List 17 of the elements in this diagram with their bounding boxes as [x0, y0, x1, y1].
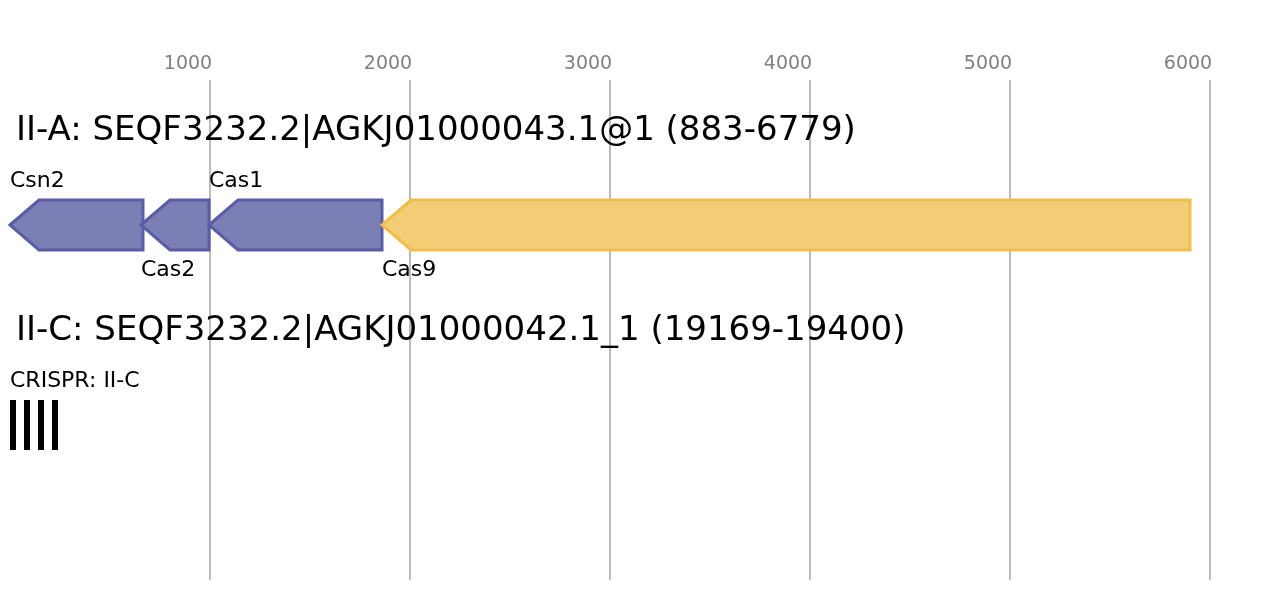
axis-tick-label: 1000	[163, 51, 213, 73]
axis-tick-label: 2000	[363, 51, 413, 73]
axis-tick-label: 4000	[763, 51, 813, 73]
gene-label: Cas9	[382, 256, 437, 281]
gene-feature	[380, 198, 1192, 252]
gene-feature	[139, 198, 211, 252]
gene-label: Csn2	[10, 167, 65, 192]
crispr-array	[8, 398, 59, 452]
gene-label: CRISPR: II-C	[10, 367, 140, 392]
track-title: II-A: SEQF3232.2|AGKJ01000043.1@1 (883-6779)	[16, 108, 856, 148]
axis-tick-label: 6000	[1163, 51, 1213, 73]
gene-label: Cas2	[141, 256, 196, 281]
gene-label: Cas1	[209, 167, 264, 192]
gene-feature	[8, 198, 145, 252]
axis-tick-label: 3000	[563, 51, 613, 73]
track-title: II-C: SEQF3232.2|AGKJ01000042.1_1 (19169-19400)	[16, 308, 906, 348]
axis-tick-label: 5000	[963, 51, 1013, 73]
